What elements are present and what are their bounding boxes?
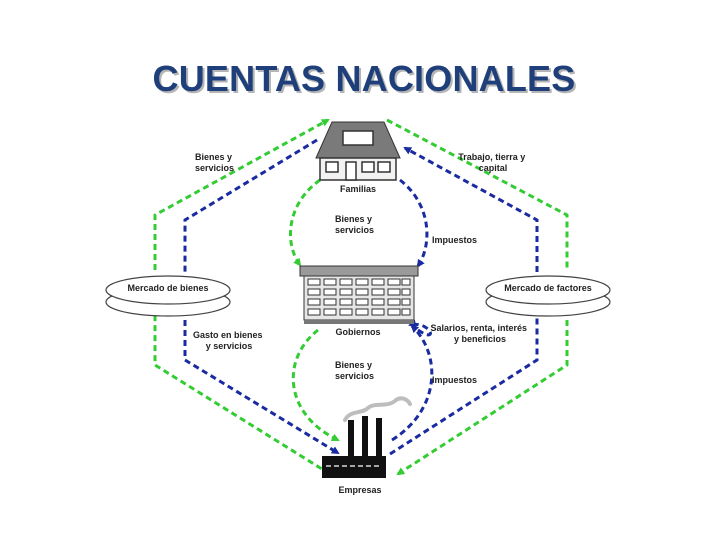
label-goods-market: Mercado de bienes (127, 283, 208, 293)
blue-flow-goods-to-firms (183, 310, 340, 455)
green-flow-factors-to-firms (396, 310, 569, 476)
page-title: CUENTAS NACIONALES (152, 58, 576, 99)
green-flow-gov-to-firms (291, 328, 340, 442)
flow-label-goods-services-1: Bienes y servicios (195, 152, 235, 173)
flow-label-taxes-lower: Impuestos (432, 375, 477, 385)
flow-label-taxes-upper: Impuestos (432, 235, 477, 245)
flow-label-work-land-capital: Trabajo, tierra y capital (458, 152, 528, 173)
green-flow-goods-to-households (153, 118, 330, 270)
goods-market-node (105, 275, 231, 317)
label-government: Gobiernos (335, 327, 380, 337)
blue-flow-taxes-households (399, 178, 429, 268)
blue-flow-factors-to-households (403, 146, 539, 272)
label-factor-market: Mercado de factores (504, 283, 592, 293)
flow-label-goods-services-gov-upper: Bienes y servicios (335, 214, 375, 235)
factory-icon (322, 396, 412, 478)
blue-flow-gov-to-households-wages (408, 319, 432, 337)
label-firms: Empresas (338, 485, 381, 495)
flow-label-wages-rent: Salarios, renta, interés y beneficios (430, 323, 529, 344)
factor-market-node (485, 275, 611, 317)
flow-label-spending-goods: Gasto en bienes y servicios (193, 330, 265, 351)
green-flow-households-to-gov (289, 178, 321, 267)
blue-flow-firms-to-factors (389, 310, 539, 456)
house-icon (315, 121, 401, 181)
flow-label-goods-services-gov-lower: Bienes y servicios (335, 360, 375, 381)
green-flow-firms-to-goods (153, 310, 331, 476)
government-building-icon (299, 265, 419, 324)
blue-flow-households-to-goods (183, 138, 318, 272)
label-households: Familias (340, 184, 376, 194)
blue-flow-taxes-firms (391, 324, 434, 442)
green-flow-households-to-factors (386, 118, 569, 270)
